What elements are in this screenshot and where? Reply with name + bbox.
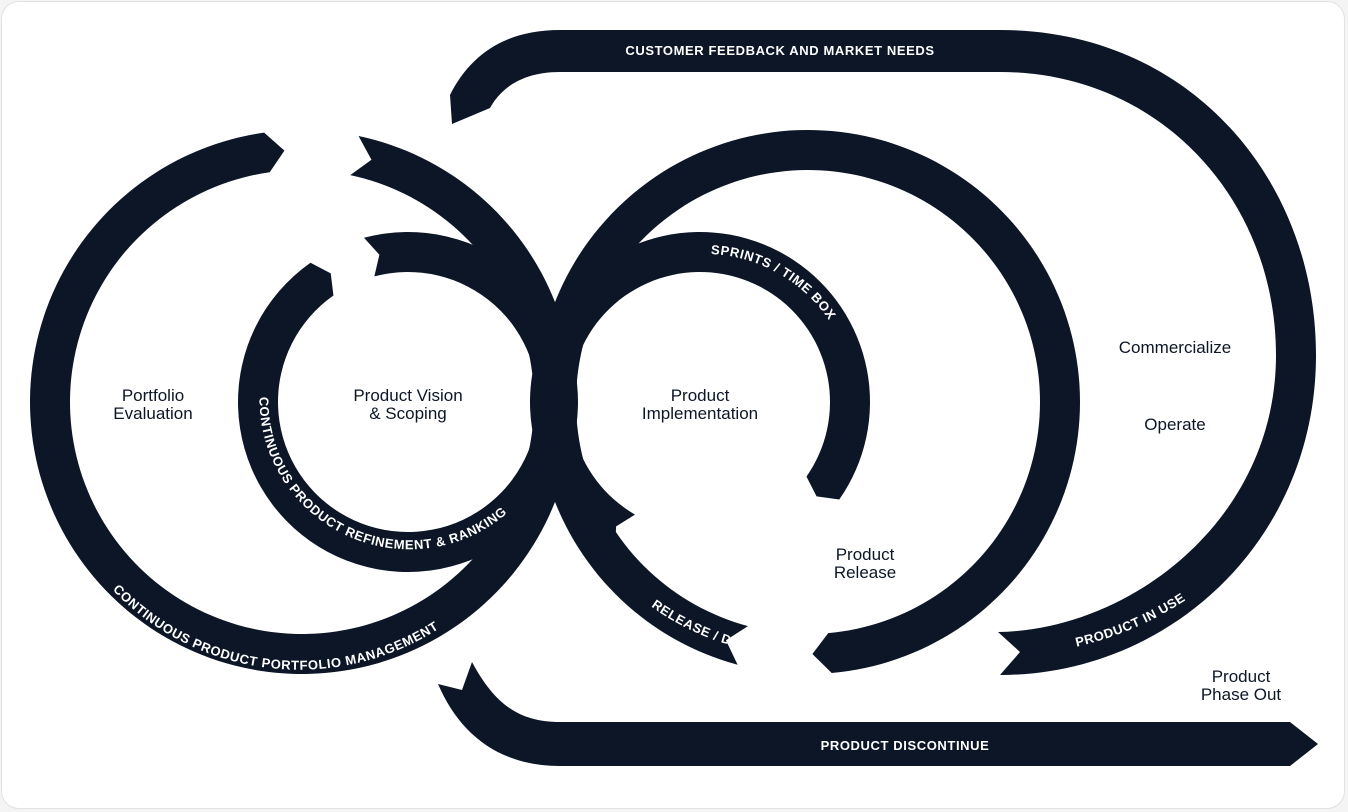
- release-line2: Release: [834, 563, 896, 582]
- portfolio-evaluation-line2: Evaluation: [113, 404, 192, 423]
- band-shapes: [29, 30, 1318, 766]
- phase-out-line2: Phase Out: [1201, 685, 1282, 704]
- product-discontinue-band: [438, 662, 1318, 766]
- release-ring-band: [536, 130, 1081, 673]
- implementation-line1: Product: [671, 386, 730, 405]
- operate-label: Operate: [1144, 415, 1205, 434]
- vision-scoping-line1: Product Vision: [353, 386, 462, 405]
- release-line1: Product: [836, 545, 895, 564]
- implementation-line2: Implementation: [642, 404, 758, 423]
- phase-out-line1: Product: [1212, 667, 1271, 686]
- product-discontinue-label: PRODUCT DISCONTINUE: [821, 738, 990, 753]
- vision-scoping-line2: & Scoping: [369, 404, 447, 423]
- commercialize-label: Commercialize: [1119, 338, 1231, 357]
- portfolio-evaluation-line1: Portfolio: [122, 386, 184, 405]
- customer-feedback-label: CUSTOMER FEEDBACK AND MARKET NEEDS: [625, 43, 934, 58]
